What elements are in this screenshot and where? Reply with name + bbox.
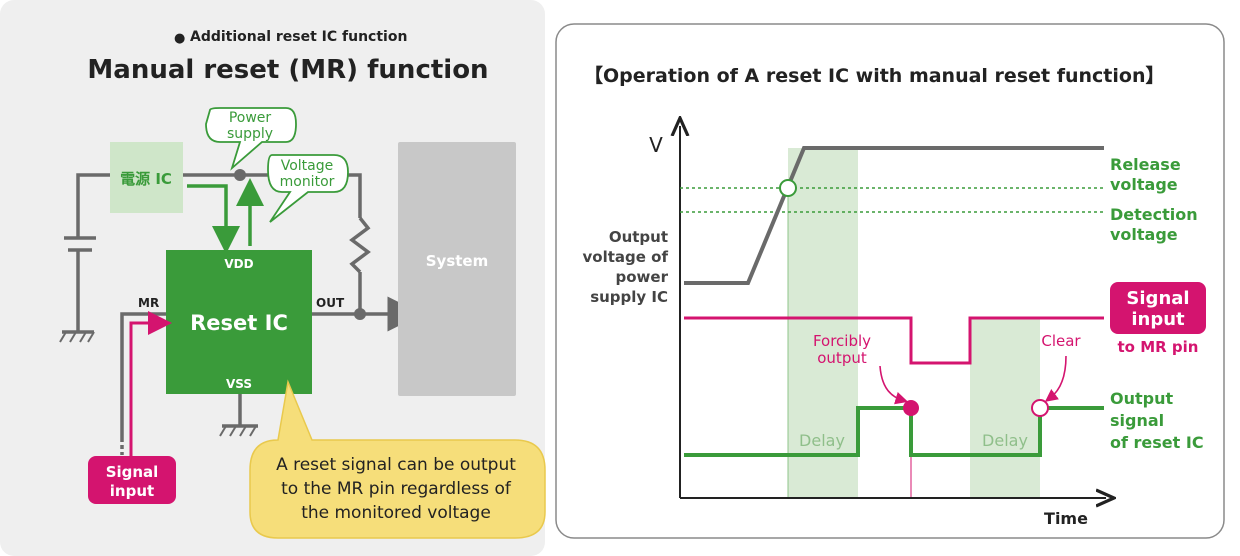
callout-power-line1: Power <box>229 110 272 126</box>
supply-voltage-waveform <box>684 146 1104 285</box>
signal-input-arrow <box>129 311 172 456</box>
ground-symbols <box>59 331 257 437</box>
forcibly-pointer <box>879 365 909 405</box>
callout-voltage-line1: Voltage <box>281 158 334 174</box>
note-line1: A reset signal can be output <box>276 455 516 475</box>
note-line3: the monitored voltage <box>301 503 491 523</box>
output-label-line2: signal <box>1110 411 1164 430</box>
forcibly-line1: Forcibly <box>813 332 871 350</box>
to-mr-pin-label: to MR pin <box>1118 338 1199 356</box>
subtitle-bullet: ● <box>174 31 185 46</box>
supply-label-line3: power <box>616 268 669 286</box>
signal-badge-line1: Signal <box>1126 288 1189 309</box>
supply-label-line1: Output <box>609 228 668 246</box>
note-bubble <box>249 379 546 539</box>
junction-vdd <box>234 169 246 181</box>
left-title: Manual reset (MR) function <box>87 55 488 85</box>
supply-label-line2: voltage of <box>583 248 669 266</box>
pin-vss: VSS <box>226 377 252 391</box>
callout-voltage-line2: monitor <box>280 174 335 190</box>
left-subtitle: Additional reset IC function <box>190 29 407 45</box>
note-line2: to the MR pin regardless of <box>281 479 512 499</box>
detection-label-line2: voltage <box>1110 225 1178 244</box>
mr-signal-waveform <box>684 316 1104 365</box>
forcibly-output-marker <box>903 400 919 416</box>
right-title: 【Operation of A reset IC with manual res… <box>584 64 1164 87</box>
release-label-line1: Release <box>1110 155 1181 174</box>
delay-label-1: Delay <box>799 431 845 450</box>
clear-marker <box>1031 399 1049 417</box>
release-label-line2: voltage <box>1110 175 1178 194</box>
power-ic-label: 電源 IC <box>120 170 172 188</box>
signal-input-badge-right <box>1110 282 1206 334</box>
delay-band-2 <box>970 318 1040 498</box>
detection-label-line1: Detection <box>1110 205 1198 224</box>
signal-input-line1: Signal <box>106 463 159 481</box>
pin-mr: MR <box>138 296 159 310</box>
junction-out <box>354 308 366 320</box>
signal-input-badge <box>88 456 176 504</box>
system-label: System <box>426 252 488 270</box>
clear-label: Clear <box>1041 332 1081 350</box>
forcibly-line2: output <box>817 349 867 367</box>
axis-time-label: Time <box>1044 509 1088 528</box>
output-label-line1: Output <box>1110 389 1173 408</box>
axis-v-label: V <box>649 133 663 157</box>
supply-label-line4: supply IC <box>590 288 668 306</box>
delay-band-1 <box>788 148 858 498</box>
callout-power-line2: supply <box>227 126 273 142</box>
system-box <box>398 142 516 396</box>
callout-power-bubble <box>205 107 297 171</box>
reset-ic-label: Reset IC <box>190 311 288 335</box>
pin-vdd: VDD <box>224 257 253 271</box>
callout-voltage-bubble <box>267 154 349 223</box>
output-label-line3: of reset IC <box>1110 433 1204 452</box>
signal-badge-line2: input <box>1131 309 1185 330</box>
clear-pointer <box>1044 355 1067 402</box>
signal-input-line2: input <box>110 482 154 500</box>
pin-out: OUT <box>316 296 345 310</box>
release-point-marker <box>779 179 797 197</box>
reset-ic-box <box>166 250 312 394</box>
delay-label-2: Delay <box>982 431 1028 450</box>
power-ic-box <box>110 142 183 213</box>
power-supply-arrow <box>187 184 240 254</box>
